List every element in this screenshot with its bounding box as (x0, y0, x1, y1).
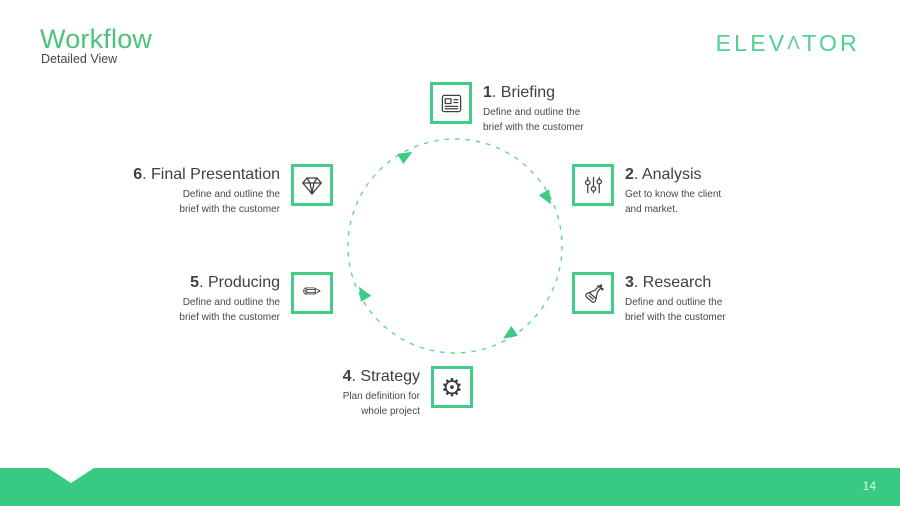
step-name: Analysis (641, 166, 702, 183)
producing-icon-box: ✏ (291, 272, 333, 314)
step-item-research: 3. Research Define and outline the brief… (572, 272, 770, 325)
step-separator: . (491, 84, 501, 101)
step-separator: . (351, 368, 361, 385)
step-description: Define and outline the brief with the cu… (179, 297, 280, 323)
step-title: 3. Research (625, 273, 770, 292)
step-separator: . (142, 166, 152, 183)
sliders-icon (584, 176, 602, 193)
strategy-icon-box: ⚙ (431, 366, 473, 408)
footer-notch (48, 468, 94, 483)
final-presentation-icon-box (291, 164, 333, 206)
step-number: 2 (625, 166, 634, 183)
step-description: Get to know the client and market. (625, 189, 722, 215)
step-separator: . (199, 274, 208, 291)
step-item-briefing: 1. Briefing Define and outline the brief… (430, 82, 628, 135)
cycle-arrow-icon (538, 189, 551, 205)
step-description: Define and outline the brief with the cu… (179, 189, 280, 215)
step-title: 6. Final Presentation (110, 165, 280, 184)
cycle-arrow-icon (397, 151, 413, 165)
diamond-icon (302, 177, 322, 195)
step-separator: . (633, 274, 643, 291)
logo-text: ELEV (715, 30, 788, 56)
footer-bar: 14 (0, 468, 900, 506)
cycle-diagram (347, 138, 563, 354)
step-description: Define and outline the brief with the cu… (625, 297, 726, 323)
elevator-logo: ELEVΛTOR (716, 30, 860, 57)
step-name: Research (642, 274, 712, 291)
logo-text: TOR (802, 30, 860, 56)
research-icon-box (572, 272, 614, 314)
page-subtitle: Detailed View (41, 52, 118, 66)
step-name: Briefing (500, 84, 556, 101)
step-name: Producing (207, 274, 280, 291)
page-number: 14 (862, 479, 876, 493)
step-title: 1. Briefing (483, 83, 628, 102)
pencil-icon: ✏ (302, 280, 322, 305)
cycle-arrow-icon (359, 286, 372, 302)
step-title: 2. Analysis (625, 165, 770, 184)
step-title: 5. Producing (110, 273, 280, 292)
step-number: 4 (342, 368, 352, 385)
step-description: Plan definition for whole project (342, 391, 420, 417)
analysis-icon-box (572, 164, 614, 206)
briefing-icon-box (430, 82, 472, 124)
step-number: 6 (133, 166, 143, 183)
step-separator: . (633, 166, 642, 183)
step-item-producing: 5. Producing Define and outline the brie… (110, 272, 333, 325)
step-item-analysis: 2. Analysis Get to know the client and m… (572, 164, 770, 217)
step-number: 5 (190, 274, 200, 291)
step-item-final-presentation: 6. Final Presentation Define and outline… (110, 164, 333, 217)
step-number: 1 (483, 84, 492, 101)
step-item-strategy: 4. Strategy Plan definition for whole pr… (250, 366, 473, 419)
step-number: 3 (625, 274, 634, 291)
step-title: 4. Strategy (250, 367, 420, 386)
cycle-arrow-icon (503, 325, 519, 339)
news-icon (441, 94, 461, 112)
logo-caret-icon: Λ (787, 32, 803, 54)
gear-icon: ⚙ (440, 372, 464, 402)
page-title: Workflow (40, 24, 153, 54)
step-description: Define and outline the brief with the cu… (483, 107, 584, 133)
dashed-circle (347, 138, 563, 354)
flask-icon (584, 283, 604, 303)
step-name: Final Presentation (151, 166, 280, 183)
step-name: Strategy (360, 368, 420, 385)
